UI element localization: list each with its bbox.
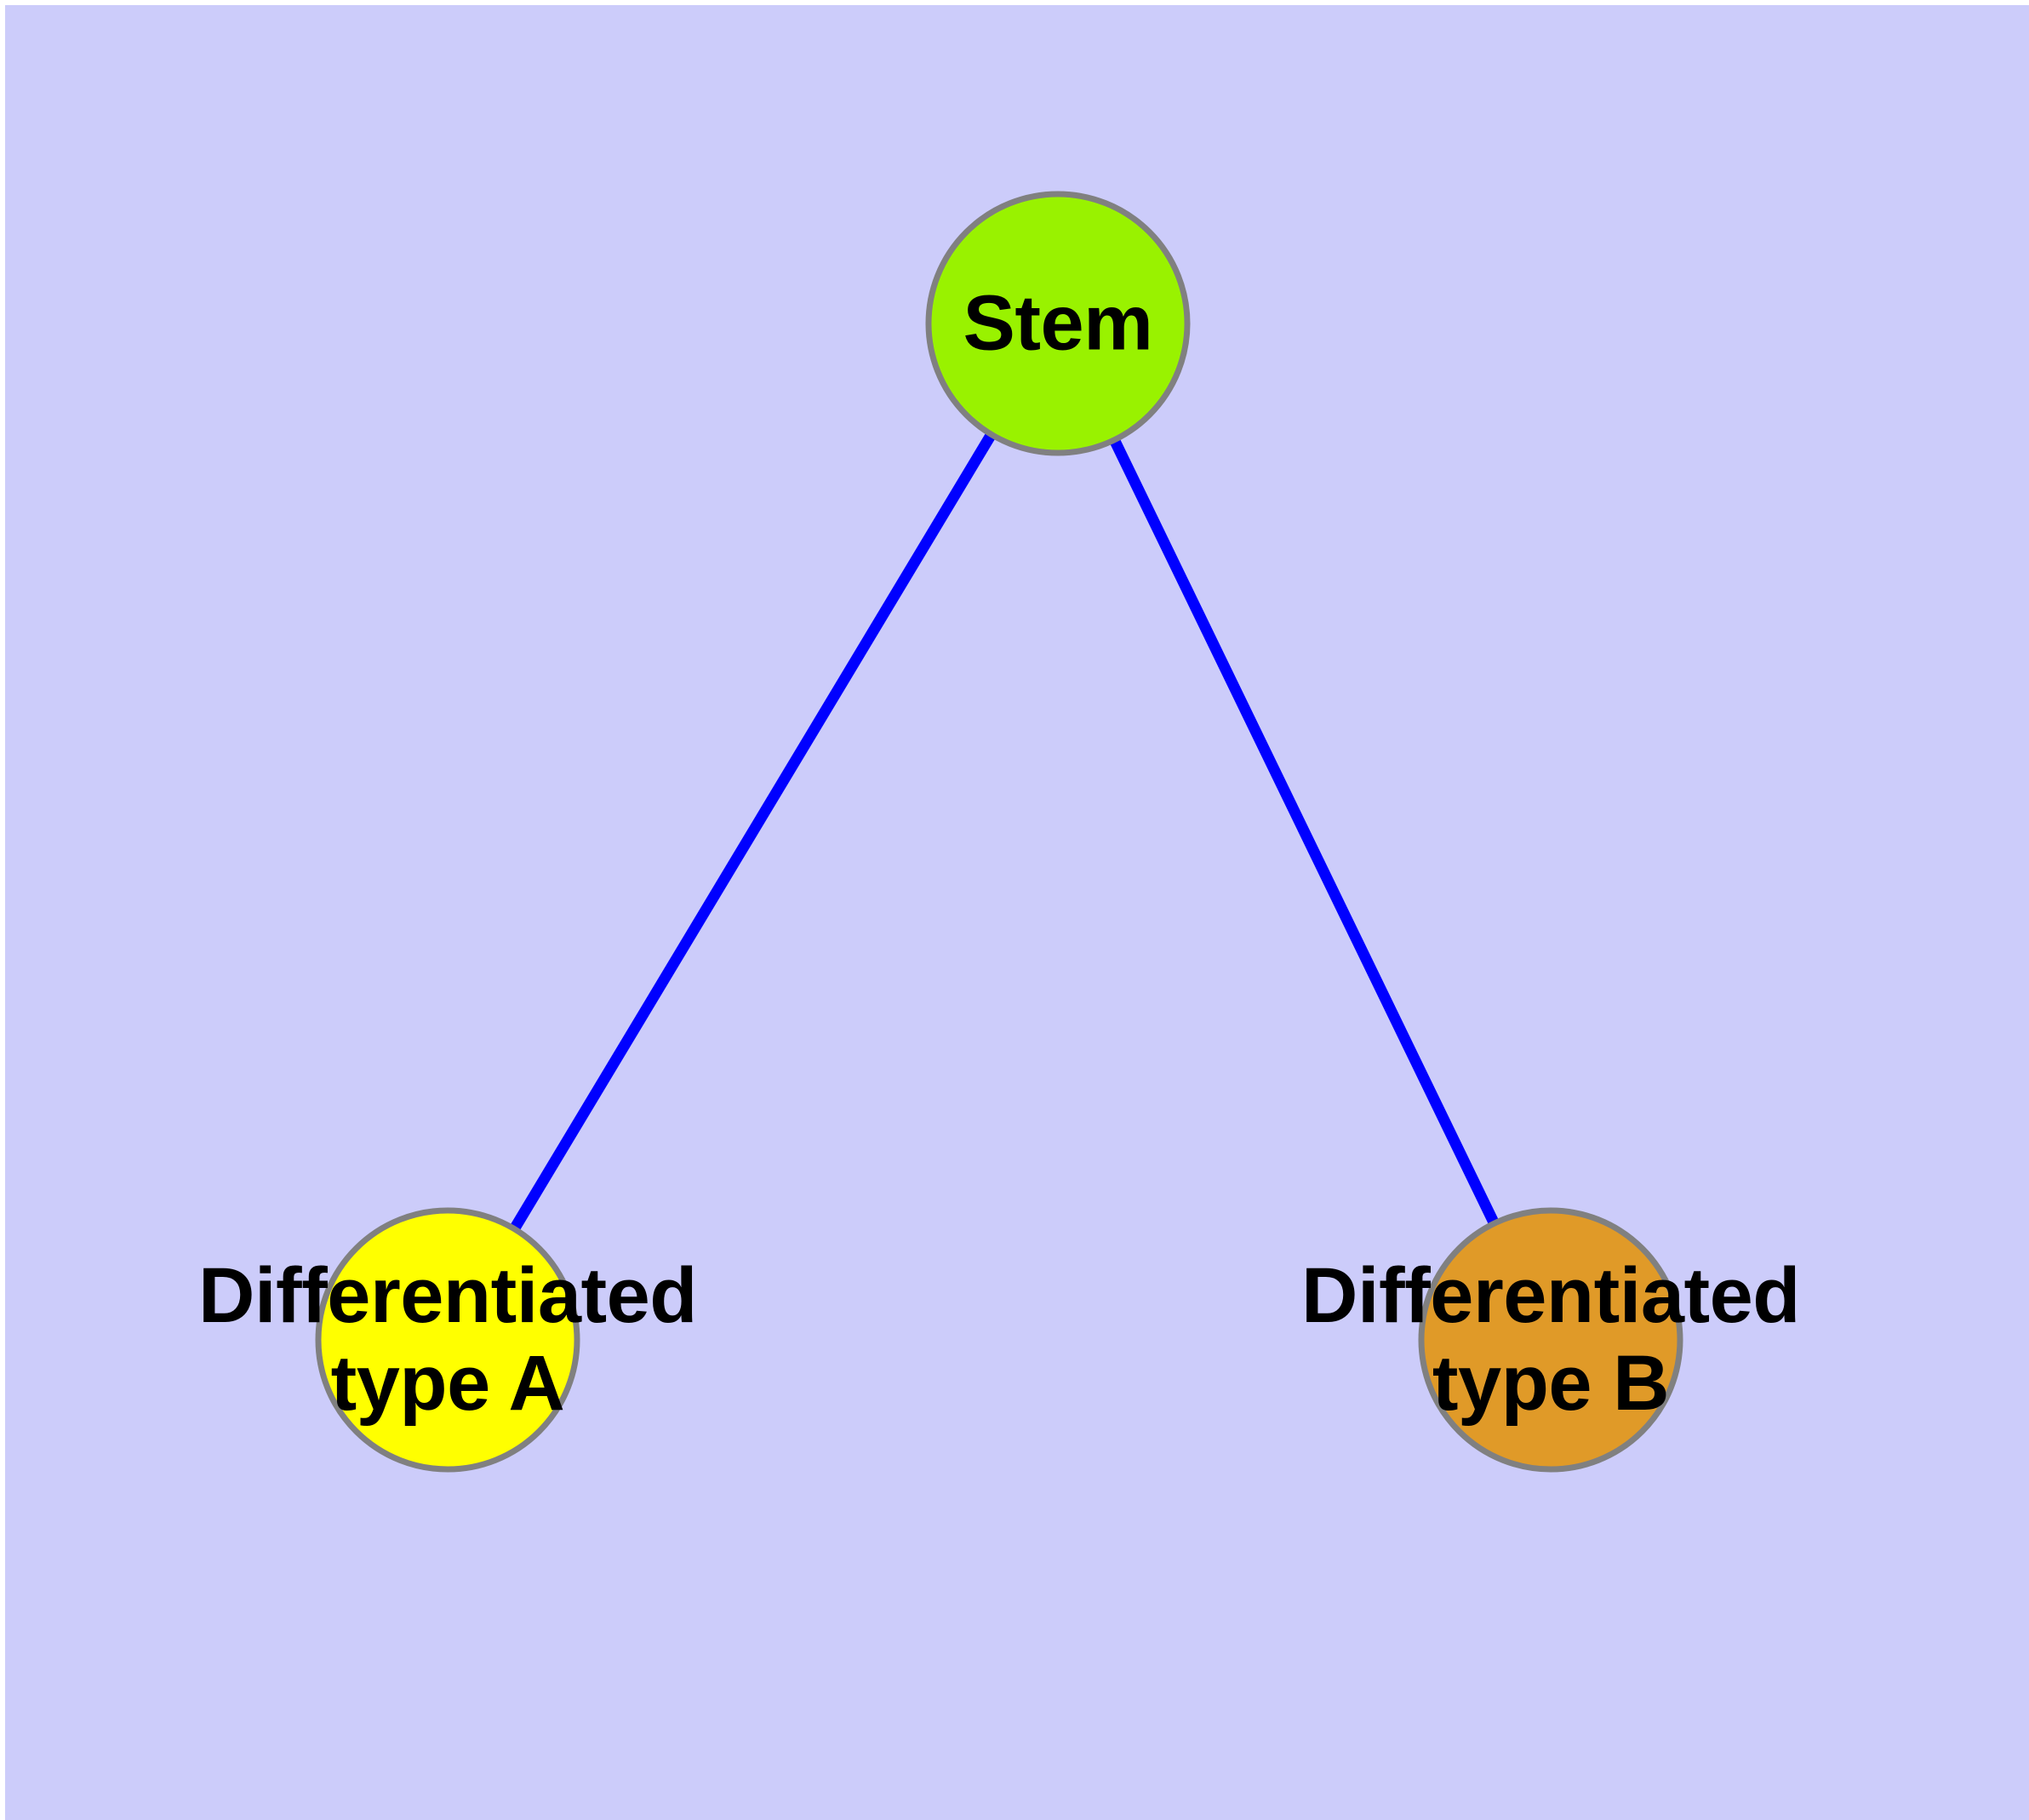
- diagram-plot-area: Stem Differentiated type A Differentiate…: [5, 5, 2029, 1820]
- graph-node-stem[interactable]: [925, 191, 1191, 456]
- graph-edge: [1053, 321, 1556, 1342]
- graph-edge: [443, 320, 1063, 1343]
- graph-node-diff_b[interactable]: [1418, 1207, 1683, 1473]
- graph-node-diff_a[interactable]: [315, 1207, 580, 1473]
- nodes-group: [315, 191, 1683, 1473]
- graph-svg: [315, 191, 1683, 1473]
- edges-group: [443, 320, 1556, 1343]
